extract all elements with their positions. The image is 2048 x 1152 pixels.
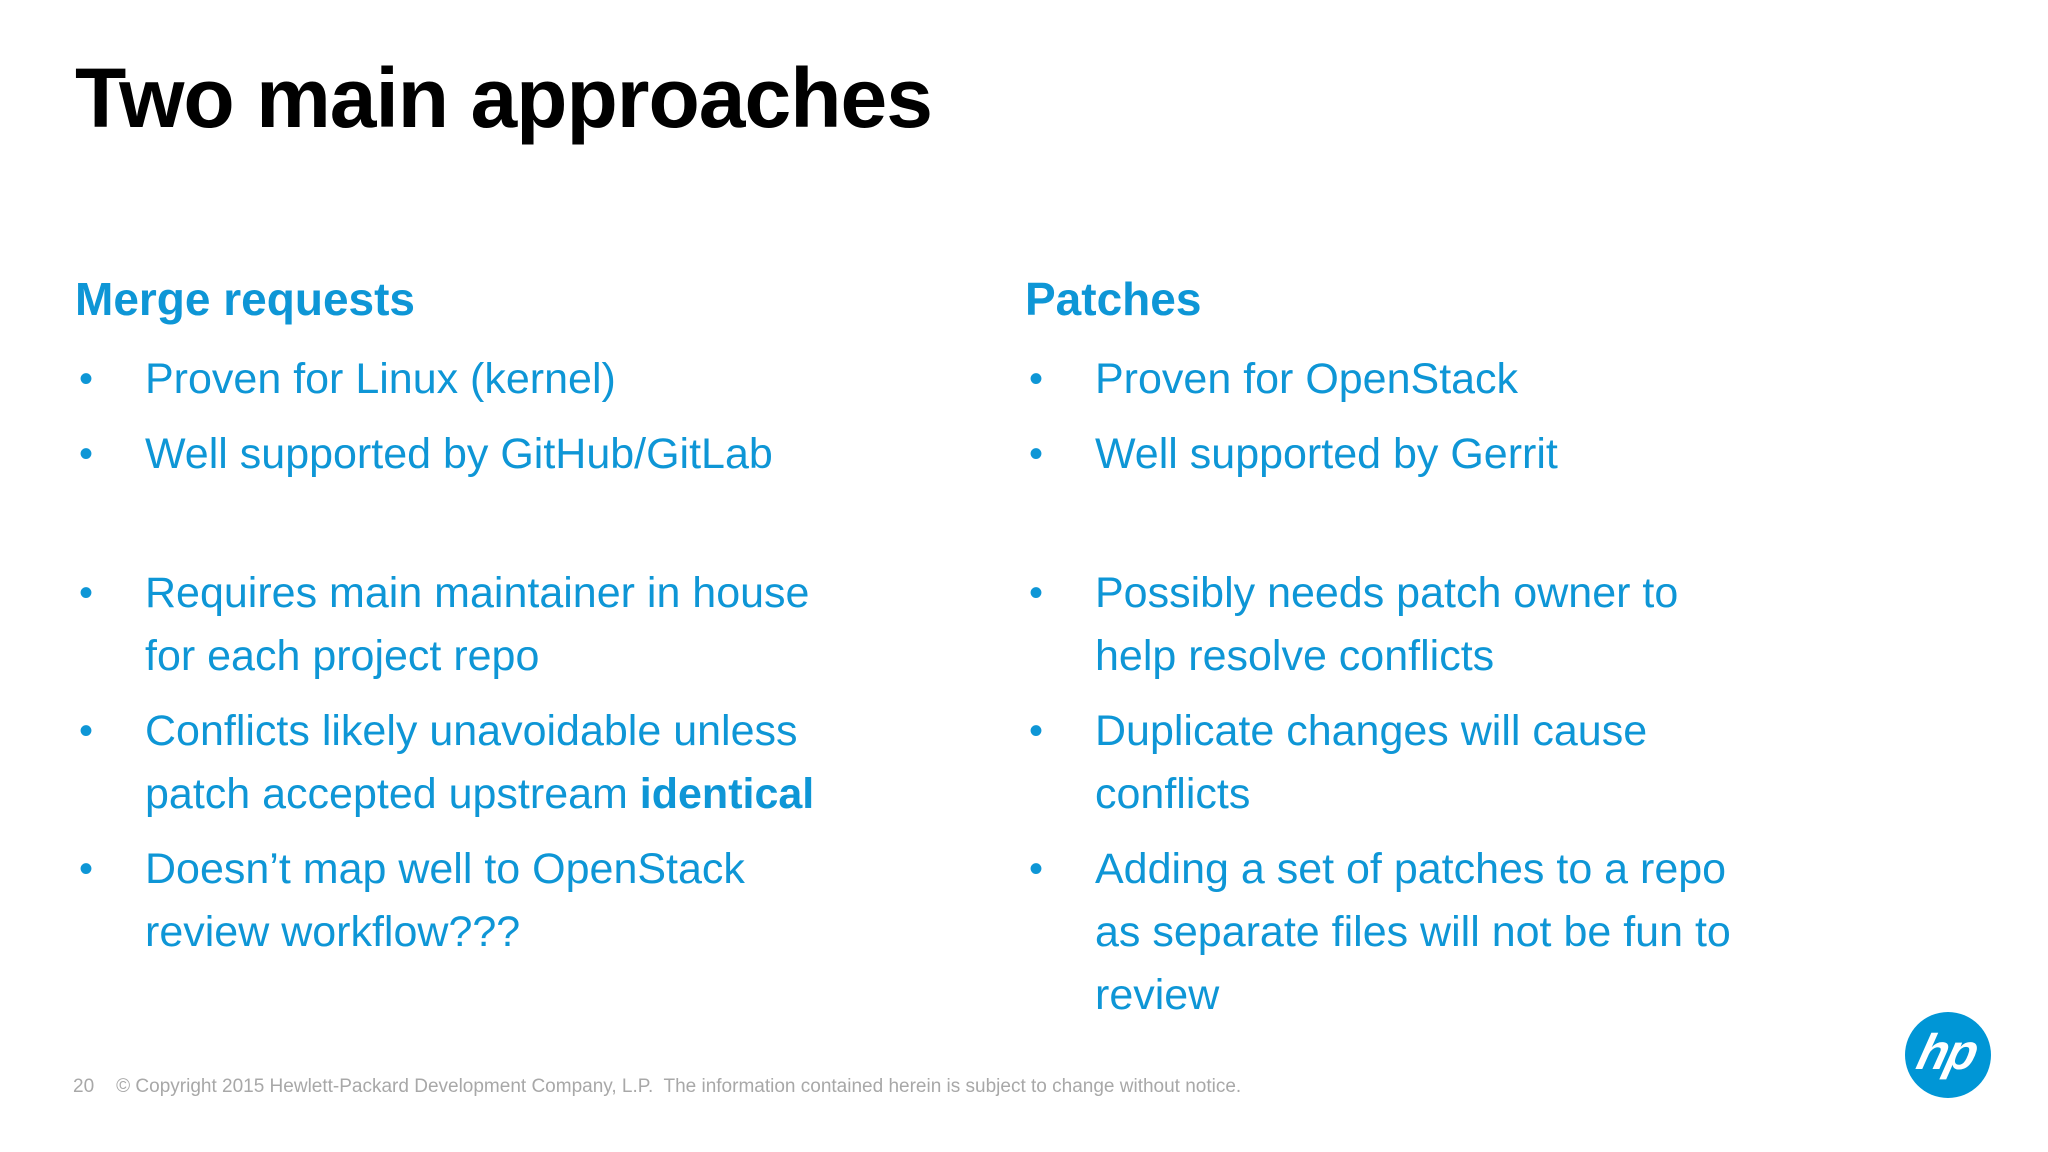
bullet-icon: • (1029, 709, 1044, 753)
bullet-icon: • (1029, 357, 1044, 401)
bullet-item: • Well supported by Gerrit (1025, 423, 1985, 486)
bullet-text: Well supported by GitHub/GitLab (145, 430, 773, 478)
bullet-text: Duplicate changes will cause conflicts (1095, 707, 1648, 818)
bullet-icon: • (79, 709, 94, 753)
bullet-item: • Doesn’t map well to OpenStack review w… (75, 838, 975, 964)
bullet-item: • Possibly needs patch owner to help res… (1025, 562, 1985, 688)
bullet-icon: • (79, 847, 94, 891)
bullet-item: • Proven for OpenStack (1025, 348, 1985, 411)
bullet-item: • Adding a set of patches to a repo as s… (1025, 838, 1985, 1027)
bullet-item: • Proven for Linux (kernel) (75, 348, 975, 411)
column-merge-requests: Merge requests • Proven for Linux (kerne… (75, 272, 975, 976)
bullet-text: Requires main maintainer in house for ea… (145, 569, 810, 680)
hp-logo-letters: hp (1912, 1024, 1984, 1080)
bullet-icon: • (79, 571, 94, 615)
bullet-group-top: • Proven for Linux (kernel) • Well suppo… (75, 348, 975, 486)
slide-footer: 20 © Copyright 2015 Hewlett-Packard Deve… (73, 1076, 1241, 1098)
bullet-item: • Conflicts likely unavoidable unless pa… (75, 700, 975, 826)
bullet-item: • Well supported by GitHub/GitLab (75, 423, 975, 486)
bullet-icon: • (1029, 571, 1044, 615)
bullet-text: Proven for Linux (kernel) (145, 355, 616, 403)
bullet-text: Possibly needs patch owner to help resol… (1095, 569, 1679, 680)
bullet-group-bottom: • Possibly needs patch owner to help res… (1025, 562, 1985, 1027)
bullet-icon: • (79, 357, 94, 401)
bullet-item: • Requires main maintainer in house for … (75, 562, 975, 688)
bullet-text: Conflicts likely unavoidable unless patc… (145, 707, 815, 818)
bullet-group-bottom: • Requires main maintainer in house for … (75, 562, 975, 964)
bullet-text: Proven for OpenStack (1095, 355, 1519, 403)
group-spacer (75, 498, 975, 562)
bullet-icon: • (1029, 432, 1044, 476)
group-spacer (1025, 498, 1985, 562)
copyright-text: © Copyright 2015 Hewlett-Packard Develop… (116, 1076, 1242, 1097)
bullet-text: Doesn’t map well to OpenStack review wor… (145, 845, 745, 956)
bullet-icon: • (1029, 847, 1044, 891)
column-heading: Patches (1025, 273, 1202, 325)
page-number: 20 (73, 1076, 95, 1097)
bullet-group-top: • Proven for OpenStack • Well supported … (1025, 348, 1985, 486)
hp-logo-icon: hp (1905, 1012, 1991, 1098)
bullet-text: Adding a set of patches to a repo as sep… (1095, 845, 1731, 1019)
bullet-icon: • (79, 432, 94, 476)
bullet-text: Well supported by Gerrit (1095, 430, 1558, 478)
column-heading: Merge requests (75, 273, 416, 325)
slide-title: Two main approaches (75, 51, 933, 145)
emphasized-word: identical (639, 770, 815, 818)
bullet-item: • Duplicate changes will cause conflicts (1025, 700, 1985, 826)
column-patches: Patches • Proven for OpenStack • Well su… (1025, 272, 1985, 1039)
